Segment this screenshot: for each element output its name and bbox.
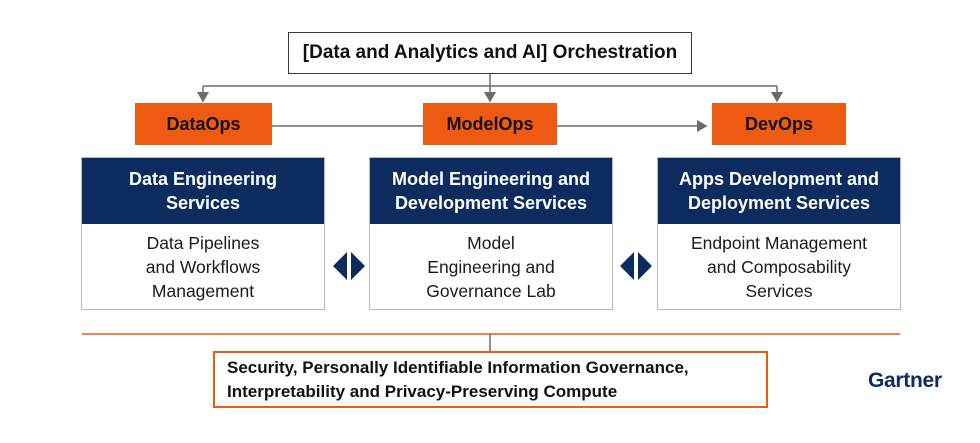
brand-name: Gartner bbox=[868, 369, 942, 392]
card-body: Model Engineering and Governance Lab bbox=[426, 232, 556, 301]
card-title: Apps Development and Deployment Services bbox=[658, 158, 900, 224]
bidirectional-arrow-right bbox=[620, 252, 652, 280]
model-engineering-card: Model Engineering and Development Servic… bbox=[369, 157, 613, 310]
card-body: Data Pipelines and Workflows Management bbox=[145, 232, 261, 301]
dataops-box: DataOps bbox=[135, 103, 272, 145]
devops-box: DevOps bbox=[712, 103, 846, 145]
gartner-logo: Gartner bbox=[868, 369, 942, 393]
bidirectional-arrow-left bbox=[333, 252, 365, 280]
card-body: Endpoint Management and Composability Se… bbox=[690, 232, 868, 301]
orchestration-box: [Data and Analytics and AI] Orchestratio… bbox=[288, 32, 692, 74]
card-title: Data Engineering Services bbox=[82, 158, 324, 224]
data-engineering-card: Data Engineering Services Data Pipelines… bbox=[81, 157, 325, 310]
modelops-label: ModelOps bbox=[446, 113, 534, 134]
foundation-label: Security, Personally Identifiable Inform… bbox=[227, 357, 689, 401]
dataops-label: DataOps bbox=[166, 113, 241, 134]
orchestration-label: [Data and Analytics and AI] Orchestratio… bbox=[302, 42, 678, 63]
apps-development-card: Apps Development and Deployment Services… bbox=[657, 157, 901, 310]
devops-label: DevOps bbox=[744, 113, 814, 134]
card-title: Model Engineering and Development Servic… bbox=[370, 158, 612, 224]
foundation-box: Security, Personally Identifiable Inform… bbox=[213, 351, 768, 408]
modelops-box: ModelOps bbox=[423, 103, 557, 145]
